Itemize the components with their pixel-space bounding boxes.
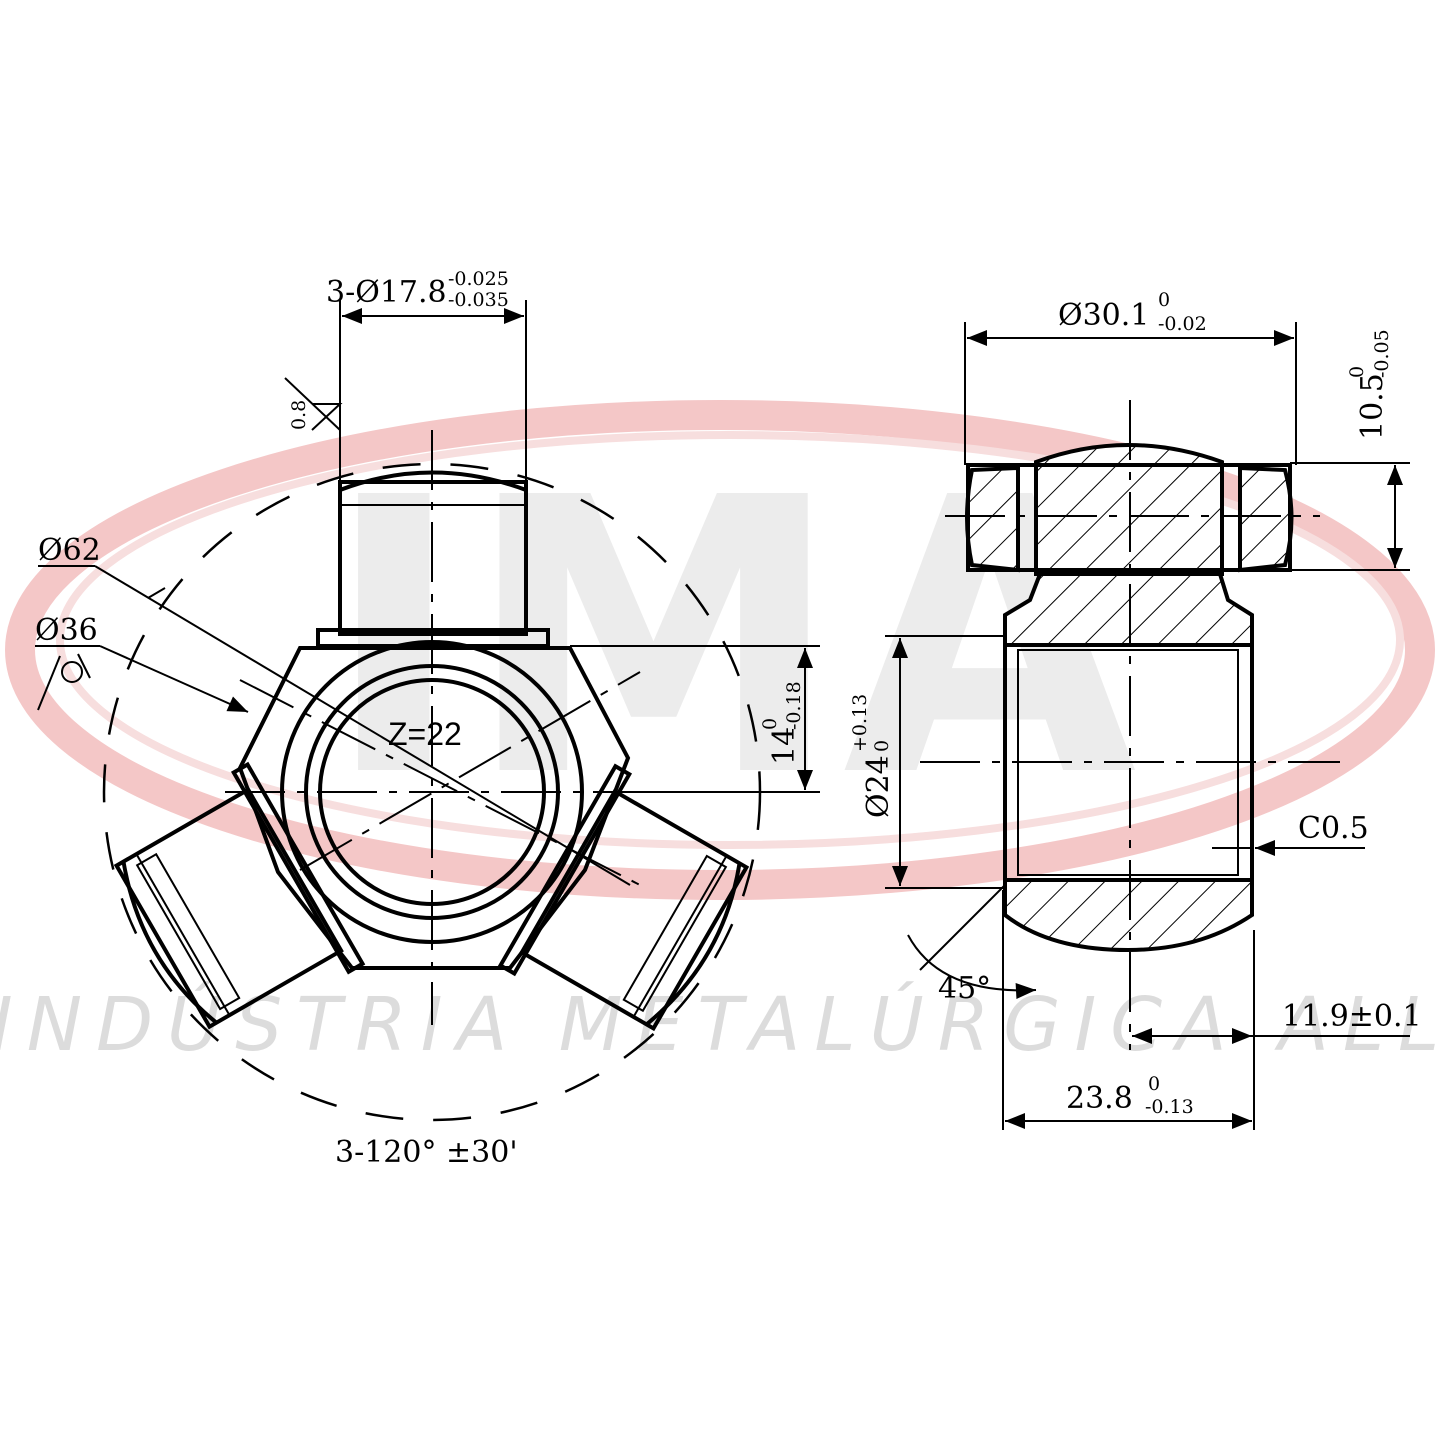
trunnion-top — [316, 470, 550, 648]
height-upper-tol: 0 — [759, 718, 781, 730]
watermark-swoosh — [5, 400, 1435, 900]
side-view: Ø30.1 0 -0.02 10.5 0 -0.05 Ø24 +0.13 0 C… — [849, 289, 1422, 1130]
height-dimension: 14 0 -0.18 — [570, 645, 820, 793]
angle-label: 3-120° ±30' — [335, 1135, 518, 1170]
roller-dia-lower-tol: -0.02 — [1158, 313, 1207, 335]
half-width-dimension: 11.9±0.1 — [1132, 930, 1422, 1130]
diagonal-centerline-a — [299, 671, 641, 871]
outer-dia-leader: Ø62 — [38, 533, 631, 886]
bore-upper-tol: +0.13 — [849, 694, 871, 752]
trunnion-left — [113, 761, 366, 1030]
roughness-value: 0.8 — [288, 400, 310, 430]
hub-top-section — [1003, 572, 1254, 647]
hub-ring-outer — [280, 640, 584, 944]
watermark: IMA INDÚSTRIA METALÚRGICA ALLI — [0, 400, 1445, 1068]
trunnion-dia-upper-tol: -0.025 — [448, 268, 509, 290]
height-lower-tol: -0.18 — [783, 681, 805, 730]
roller-thick-dimension: 10.5 0 -0.05 — [1290, 329, 1410, 571]
trunnion-right — [497, 763, 750, 1032]
front-view: Z=22 3-Ø17.8 -0.025 -0.035 0.8 Ø62 — [35, 268, 820, 1170]
roller-dia-label: Ø30.1 — [1058, 298, 1149, 333]
width-upper-tol: 0 — [1148, 1073, 1160, 1095]
trunnion-dia-lower-tol: -0.035 — [448, 289, 509, 311]
chamfer-angle-label: 45° — [938, 971, 991, 1006]
outer-dia-label: Ø62 — [38, 533, 101, 568]
trunnion-dia-dimension: 3-Ø17.8 -0.025 -0.035 — [326, 268, 527, 482]
bore-lower-tol: 0 — [871, 740, 893, 752]
height-label: 14 — [767, 727, 802, 765]
roller-thick-upper-tol: 0 — [1346, 366, 1368, 378]
inner-dia-label: Ø36 — [35, 613, 98, 648]
watermark-company: INDÚSTRIA METALÚRGICA ALLI — [0, 980, 1445, 1068]
spline-bore — [318, 678, 546, 906]
roller-section-right — [1238, 465, 1294, 573]
width-lower-tol: -0.13 — [1145, 1096, 1194, 1118]
roller-section-left — [965, 465, 1020, 573]
angle-callout: 45° — [907, 884, 1037, 1006]
roller-dia-upper-tol: 0 — [1158, 289, 1170, 311]
chamfer-callout: C0.5 — [1212, 811, 1369, 856]
bore-dimension: Ø24 +0.13 0 — [849, 635, 1005, 889]
bore-label: Ø24 — [861, 755, 896, 818]
roller-dia-dimension: Ø30.1 0 -0.02 — [964, 289, 1297, 465]
half-width-label: 11.9±0.1 — [1282, 999, 1422, 1034]
inner-dia-leader: Ø36 — [35, 613, 249, 713]
width-label: 23.8 — [1066, 1081, 1133, 1116]
width-dimension: 23.8 0 -0.13 — [1002, 890, 1252, 1130]
chamfer-label: C0.5 — [1298, 811, 1369, 846]
roller-thick-lower-tol: -0.05 — [1371, 329, 1393, 378]
roughness-symbol: 0.8 — [284, 377, 343, 431]
hub-bottom-section — [1003, 878, 1254, 953]
trunnion-dia-label: 3-Ø17.8 — [326, 275, 447, 310]
watermark-swoosh-inner — [56, 431, 1404, 849]
teeth-count-label: Z=22 — [388, 716, 462, 752]
hub-ring-middle — [304, 664, 560, 920]
roller-thick-label: 10.5 — [1355, 373, 1390, 440]
